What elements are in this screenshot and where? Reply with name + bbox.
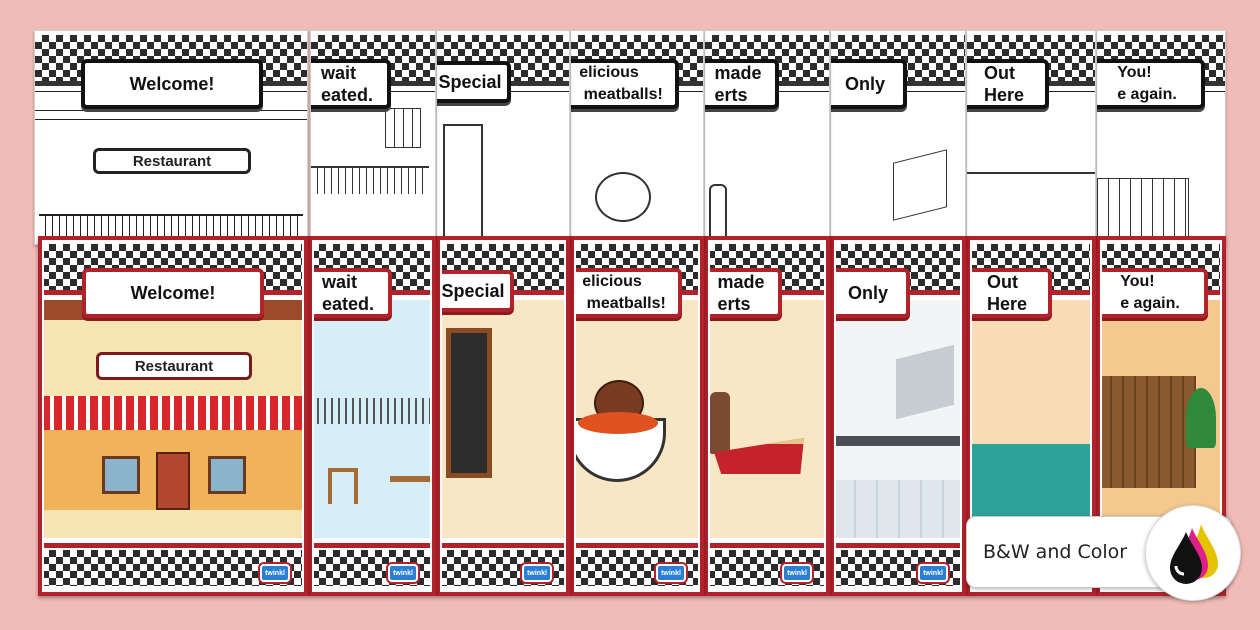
range-hood: [896, 344, 954, 420]
divider: [574, 543, 700, 548]
card-title: You! e again.: [1100, 268, 1208, 318]
divider: [440, 543, 566, 548]
scene-specials-board: [437, 91, 569, 244]
scene-restaurant: Restaurant: [35, 91, 307, 244]
window-left: [102, 456, 140, 494]
card-title: Out Here: [967, 59, 1049, 109]
scene-waiting-area: [312, 300, 432, 538]
bw-card-2[interactable]: wait eated.: [310, 30, 436, 245]
card-title: elicious meatballs!: [571, 59, 679, 109]
divider: [312, 543, 432, 548]
plant: [1186, 388, 1216, 448]
card-title: wait eated.: [312, 268, 392, 318]
chalkboard: [446, 328, 492, 478]
color-card-1[interactable]: Restaurant twinkl Welcome!: [38, 236, 308, 596]
sauce: [578, 412, 658, 434]
table: [390, 476, 430, 482]
counter: [834, 436, 962, 446]
twinkl-logo: twinkl: [656, 564, 686, 582]
card-title: Only: [834, 268, 910, 318]
scene-restaurant: Restaurant: [42, 300, 304, 538]
front-desk: [1097, 178, 1189, 244]
scene-specials-board: [440, 300, 566, 538]
bw-card-1[interactable]: Restaurant Welcome!: [34, 30, 308, 245]
twinkl-logo: twinkl: [260, 564, 290, 582]
color-card-2[interactable]: twinkl wait eated.: [308, 236, 436, 596]
twinkl-logo: twinkl: [388, 564, 418, 582]
card-title: Welcome!: [82, 268, 264, 318]
card-title: wait eated.: [311, 59, 391, 109]
chalkboard: [443, 124, 483, 244]
railing: [312, 398, 432, 424]
checkered-border: [437, 35, 569, 81]
scene-desserts: [705, 91, 829, 244]
card-title: Special: [440, 270, 514, 312]
scene-waiting-area: [311, 91, 435, 244]
chair: [328, 468, 358, 504]
divider: [834, 543, 962, 548]
card-title: made erts: [705, 59, 779, 109]
color-card-3[interactable]: twinkl Special: [436, 236, 570, 596]
checkered-border: [35, 35, 307, 81]
divider: [42, 543, 304, 548]
card-title: Welcome!: [81, 59, 263, 109]
window-right: [208, 456, 246, 494]
bw-card-row: Restaurant Welcome! wait eated. Special …: [0, 30, 1260, 245]
scene-meatballs: [574, 300, 700, 538]
color-card-row: Restaurant twinkl Welcome! twinkl wait e…: [0, 236, 1260, 596]
card-title: elicious meatballs!: [574, 268, 682, 318]
floor: [834, 480, 962, 538]
bw-card-3[interactable]: Special: [436, 30, 570, 245]
bw-card-7[interactable]: Out Here: [966, 30, 1096, 245]
badge-label: B&W and Color: [983, 541, 1128, 563]
wall-line: [967, 172, 1095, 174]
scene-thank-you: [1097, 91, 1225, 244]
door: [156, 452, 190, 510]
twinkl-logo: twinkl: [918, 564, 948, 582]
bw-card-5[interactable]: made erts: [704, 30, 830, 245]
scene-exit: [967, 91, 1095, 244]
bw-card-6[interactable]: Only: [830, 30, 966, 245]
front-desk: [1100, 376, 1196, 488]
scene-kitchen: [834, 300, 962, 538]
window: [385, 108, 421, 148]
awning: [35, 110, 307, 120]
scene-kitchen: [831, 91, 965, 244]
range-hood: [893, 149, 947, 221]
bw-card-4[interactable]: elicious meatballs!: [570, 30, 704, 245]
milkshake: [709, 184, 727, 244]
card-title: Special: [437, 61, 511, 103]
restaurant-sign: Restaurant: [96, 352, 252, 380]
railing: [311, 166, 429, 194]
scene-desserts: [708, 300, 826, 538]
bw-and-color-badge: B&W and Color: [966, 505, 1241, 601]
card-title: You! e again.: [1097, 59, 1205, 109]
twinkl-logo: twinkl: [782, 564, 812, 582]
bw-card-8[interactable]: You! e again.: [1096, 30, 1226, 245]
card-title: Out Here: [970, 268, 1052, 318]
divider: [708, 543, 826, 548]
restaurant-sign: Restaurant: [93, 148, 251, 174]
awning: [42, 396, 304, 430]
milkshake: [710, 392, 730, 454]
scene-exit: [970, 300, 1092, 538]
scene-meatballs: [571, 91, 703, 244]
meatball: [595, 172, 651, 222]
color-card-6[interactable]: twinkl Only: [830, 236, 966, 596]
card-title: Only: [831, 59, 907, 109]
ink-drops-icon: [1145, 505, 1241, 601]
card-title: made erts: [708, 268, 782, 318]
color-card-5[interactable]: twinkl made erts: [704, 236, 830, 596]
scene-thank-you: [1100, 300, 1222, 538]
color-card-4[interactable]: twinkl elicious meatballs!: [570, 236, 704, 596]
twinkl-logo: twinkl: [522, 564, 552, 582]
